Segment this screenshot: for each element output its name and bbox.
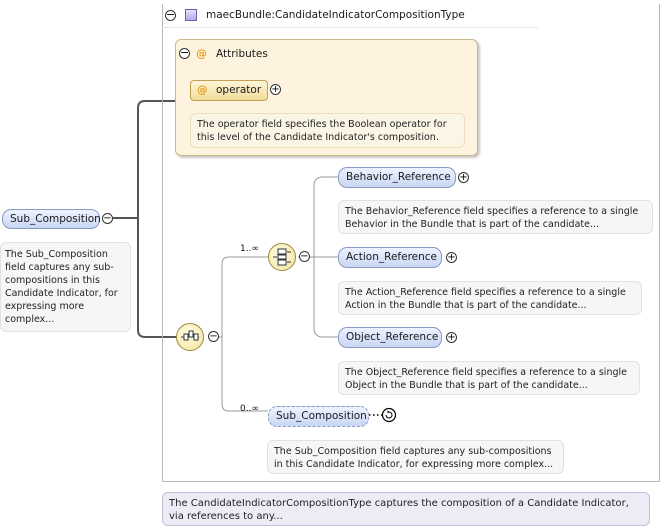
recursive-cardinality: 0..∞ (240, 404, 259, 414)
recursive-description: The Sub_Composition field captures any s… (267, 440, 564, 474)
type-title: maecBundle:CandidateIndicatorComposition… (206, 9, 465, 21)
object-reference-expand-button[interactable]: + (446, 332, 457, 343)
action-reference-description: The Action_Reference field specifies a r… (338, 281, 642, 315)
object-reference-description: The Object_Reference field specifies a r… (338, 361, 640, 395)
behavior-reference-expand-button[interactable]: + (458, 172, 469, 183)
operator-attribute[interactable]: @ operator (190, 80, 268, 101)
type-title-underline (162, 27, 538, 28)
choice-collapse-button[interactable]: − (299, 251, 310, 262)
root-collapse-button[interactable]: − (102, 213, 113, 224)
type-collapse-button[interactable]: − (165, 8, 176, 21)
recursive-sub-composition[interactable]: Sub_Composition (268, 406, 369, 427)
choice-cardinality: 1..∞ (240, 244, 259, 254)
recursion-icon[interactable] (381, 407, 397, 423)
action-reference-expand-button[interactable]: + (446, 252, 457, 263)
root-sub-composition[interactable]: Sub_Composition (2, 209, 101, 229)
sequence-compositor-icon[interactable] (176, 323, 204, 351)
action-reference-element[interactable]: Action_Reference (338, 247, 442, 268)
complex-type-icon (185, 9, 197, 21)
behavior-reference-description: The Behavior_Reference field specifies a… (338, 200, 653, 234)
type-description: The CandidateIndicatorCompositionType ca… (162, 492, 650, 526)
operator-expand-button[interactable]: + (270, 84, 281, 95)
attributes-label: Attributes (216, 48, 268, 60)
operator-at-icon: @ (197, 84, 208, 96)
choice-compositor-icon[interactable] (268, 243, 296, 271)
sequence-collapse-button[interactable]: − (208, 331, 219, 342)
operator-name: operator (216, 84, 262, 96)
operator-description: The operator field specifies the Boolean… (190, 113, 465, 148)
type-container (162, 4, 660, 482)
behavior-reference-element[interactable]: Behavior_Reference (338, 167, 456, 188)
attributes-at-icon: @ (196, 47, 207, 60)
object-reference-element[interactable]: Object_Reference (338, 327, 442, 348)
root-description: The Sub_Composition field captures any s… (0, 242, 131, 332)
attributes-collapse-button[interactable]: − (179, 46, 190, 59)
